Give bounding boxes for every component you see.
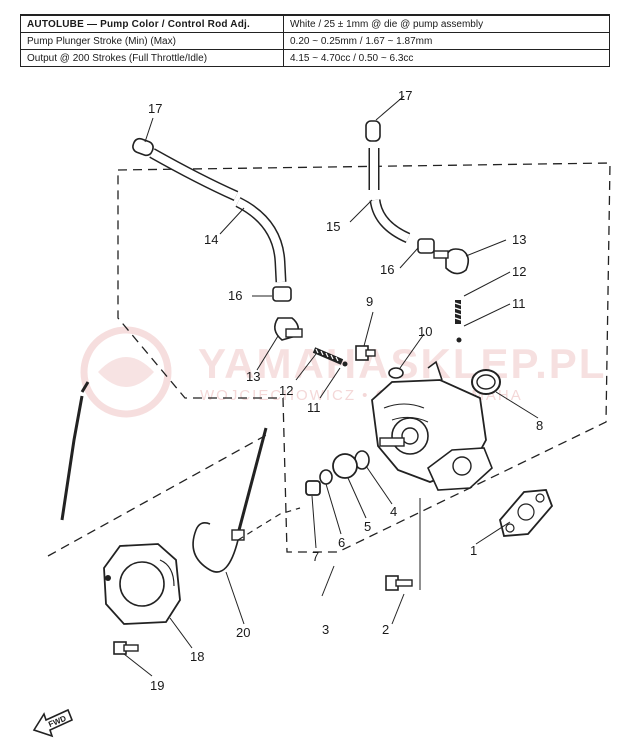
callout-13-left: 13 [246,369,260,384]
callout-17-right: 17 [398,88,412,103]
spec-row-pump-color: AUTOLUBE — Pump Color / Control Rod Adj.… [20,14,610,33]
part-15-hose [368,148,411,244]
callout-11-right: 11 [512,296,526,311]
callout-5: 5 [364,519,371,534]
callout-16-left: 16 [228,288,242,303]
leader-lines [123,95,539,677]
callout-20: 20 [236,625,250,640]
callout-8: 8 [536,418,543,433]
assembly-outline-lower [47,432,271,557]
part-19-screw [113,641,139,655]
callout-2: 2 [382,622,389,637]
spec-value: 4.15 ~ 4.70cc / 0.50 ~ 6.3cc [283,49,610,67]
part-13-banjo-right [433,248,470,275]
callout-10: 10 [418,324,432,339]
part-8-oil-seal [471,369,501,395]
part-13-banjo-left [274,317,303,341]
callout-12-left: 12 [279,383,293,398]
watermark-main-text: YAMAHASKLEP.PL [198,340,606,387]
callout-12-right: 12 [512,264,526,279]
callout-3: 3 [322,622,329,637]
spec-row-output: Output @ 200 Strokes (Full Throttle/Idle… [20,49,610,67]
callout-4: 4 [390,504,397,519]
callout-9: 9 [366,294,373,309]
part-6-washer [319,469,333,485]
part-11-ball-right [456,337,462,343]
part-14-hose [149,148,287,283]
callout-labels: 17 14 16 13 12 11 9 17 15 16 13 12 11 10… [148,88,543,693]
part-10-washer [388,367,404,379]
part-3-pump-body [371,360,493,491]
part-7-nut [305,480,321,496]
callout-17-left: 17 [148,101,162,116]
callout-6: 6 [338,535,345,550]
spec-row-plunger-stroke: Pump Plunger Stroke (Min) (Max) 0.20 ~ 0… [20,32,610,50]
part-16-clip-left [272,286,292,302]
watermark: YAMAHASKLEP.PL WOJCIECHOWICZ • CZĘŚCI YA… [80,326,606,418]
callout-16-right: 16 [380,262,394,277]
callout-11-left: 11 [307,400,321,415]
part-11-ball-left [342,361,348,367]
callout-14: 14 [204,232,218,247]
part-12-spring-right [454,300,462,324]
callout-13-right: 13 [512,232,526,247]
spec-table: AUTOLUBE — Pump Color / Control Rod Adj.… [20,14,610,67]
part-12-spring-left [312,347,344,365]
part-20-pump-cable [60,381,301,573]
part-2-screw [385,575,413,591]
part-17-cap-left [132,137,154,157]
forward-arrow-icon: FWD [32,708,74,738]
callout-15: 15 [326,219,340,234]
assembly-outline-upper [117,162,611,553]
callout-18: 18 [190,649,204,664]
part-1-gasket [499,489,554,537]
part-18-pump-cover [103,543,181,625]
watermark-logo-ring [80,326,172,418]
part-5-plate [332,453,358,479]
callout-19: 19 [150,678,164,693]
part-9-bleed-bolt [355,345,376,361]
part-17-cap-right [365,120,381,142]
part-16-clip-right [417,238,435,254]
callout-7: 7 [312,549,319,564]
watermark-logo-mark [98,357,154,387]
callout-1: 1 [470,543,477,558]
